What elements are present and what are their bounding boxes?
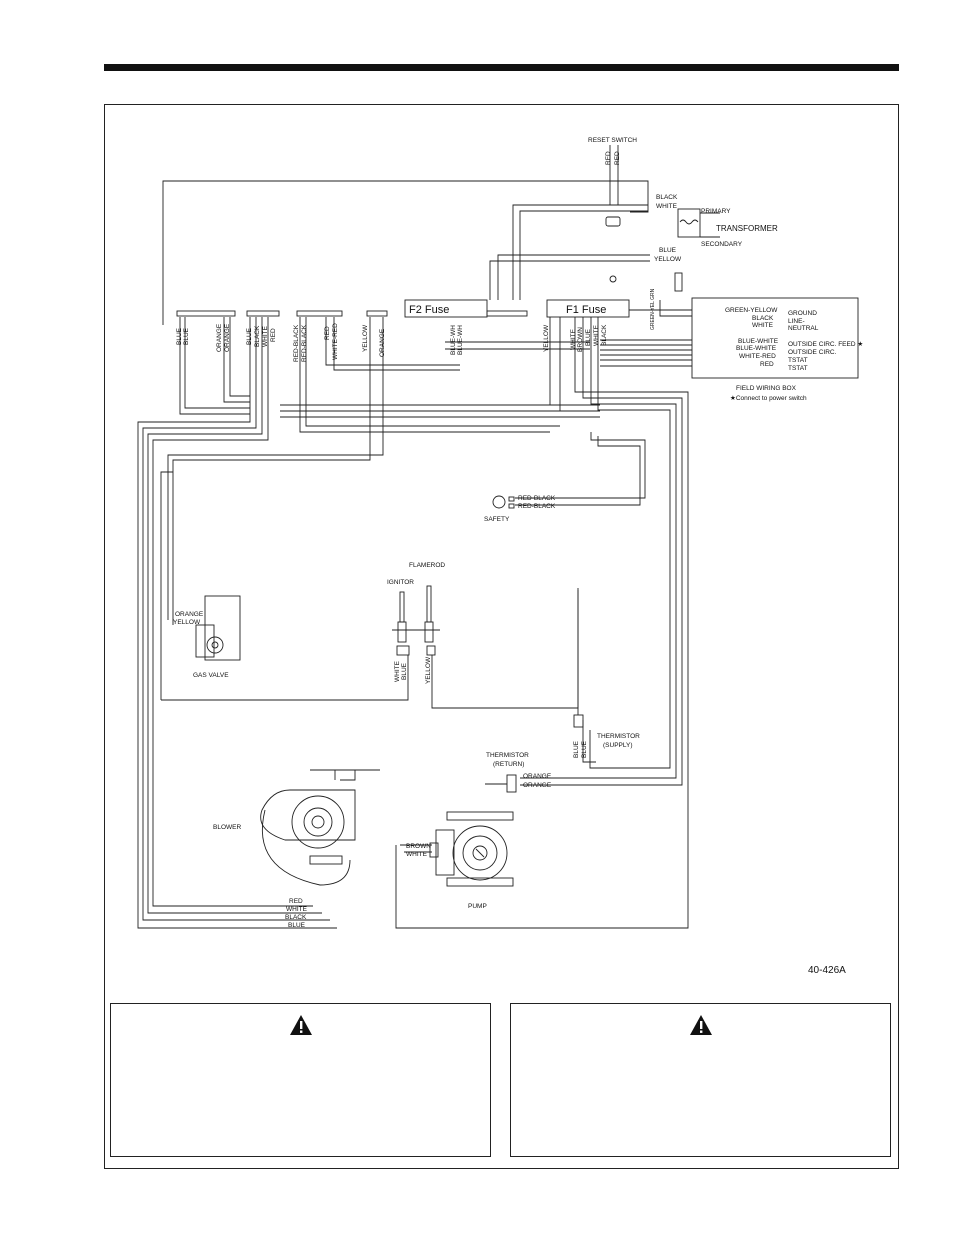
wire-label: WHITE — [570, 328, 577, 350]
blower-wire: WHITE — [286, 906, 308, 913]
blower-wire: BLACK — [285, 914, 307, 921]
field-terminal: TSTAT — [788, 357, 808, 364]
gas-valve-label: GAS VALVE — [193, 672, 229, 679]
blower-label: BLOWER — [213, 824, 241, 831]
ignitor-wire: BLUE — [401, 662, 408, 680]
safety-wire: RED-BLACK — [518, 503, 556, 510]
wire-label: ORANGE — [216, 323, 223, 352]
thermistor-supply-wire: BLUE — [573, 740, 580, 758]
field-wire: WHITE — [752, 322, 774, 329]
wire-label: RED — [324, 326, 331, 340]
field-terminal: OUTSIDE CIRC. — [788, 349, 837, 356]
warning-icon — [689, 1015, 712, 1035]
gas-valve-wire: YELLOW — [173, 619, 201, 626]
field-terminal: GROUND — [788, 310, 817, 317]
ignitor-label: IGNITOR — [387, 579, 414, 586]
thermistor-supply-label: (SUPPLY) — [603, 742, 633, 749]
wire-label: BLUE — [585, 328, 592, 346]
wire-label: BROWN — [577, 327, 584, 352]
f2-fuse-label: F2 Fuse — [409, 304, 449, 316]
field-wire: BLUE-WHITE — [736, 345, 777, 352]
wire-label: ORANGE — [379, 328, 386, 357]
warning-box-right — [510, 1003, 891, 1157]
field-wiring-box-title: FIELD WIRING BOX — [736, 385, 797, 392]
field-wiring-note: ★Connect to power switch — [730, 394, 807, 402]
wire-label: WHITE-RED — [332, 323, 339, 360]
wire-label: BLUE — [183, 327, 190, 345]
field-terminal: TSTAT — [788, 365, 808, 372]
grn-yel-label: GREEN-YEL GRN — [650, 288, 656, 330]
wire-label: BLUE — [176, 327, 183, 345]
thermistor-return-wire: ORANGE — [523, 782, 552, 789]
reset-switch-label: RESET SWITCH — [588, 137, 637, 144]
wire-label: BLUE-WH — [457, 325, 464, 355]
wire-label: YELLOW — [362, 324, 369, 352]
thermistor-return-label: THERMISTOR — [486, 752, 529, 759]
wire-label: RED — [270, 328, 277, 342]
wire-label: RED-BLACK — [301, 324, 308, 362]
transformer-wire-black: BLACK — [656, 194, 678, 201]
flamerod-wire: YELLOW — [425, 656, 432, 684]
pump-wire: BROWN — [406, 843, 431, 850]
flamerod-label: FLAMEROD — [409, 562, 445, 569]
pump-wire: WHITE — [406, 851, 428, 858]
pump-label: PUMP — [468, 903, 487, 910]
wire-label: RED-BLACK — [293, 324, 300, 362]
warning-box-left — [110, 1003, 491, 1157]
blower-wire: RED — [289, 898, 303, 905]
field-terminal: OUTSIDE CIRC. FEED ★ — [788, 340, 863, 348]
transformer-wire-yellow: YELLOW — [654, 256, 682, 263]
wire-label: YELLOW — [543, 324, 550, 352]
thermistor-supply-label: THERMISTOR — [597, 733, 640, 740]
wire-label: BLACK — [601, 324, 608, 346]
wire-label: ORANGE — [224, 323, 231, 352]
reset-wire-1: RED — [605, 151, 612, 165]
figure-code: 40-426A — [808, 965, 846, 976]
diagram-frame — [104, 104, 899, 1169]
field-wire: BLACK — [752, 315, 774, 322]
ignitor-wire: WHITE — [394, 660, 401, 682]
safety-wire: RED-BLACK — [518, 495, 556, 502]
f1-fuse-label: F1 Fuse — [566, 304, 606, 316]
wire-label: BLUE — [246, 327, 253, 345]
wire-label: BLACK — [254, 325, 261, 347]
field-terminal: LINE- — [788, 318, 805, 325]
field-wire: RED — [760, 361, 774, 368]
field-wire: WHITE-RED — [739, 353, 776, 360]
field-wire: GREEN-YELLOW — [725, 307, 778, 314]
warning-icon — [289, 1015, 312, 1035]
field-wire: BLUE-WHITE — [738, 338, 779, 345]
transformer-label: TRANSFORMER — [716, 224, 778, 233]
thermistor-return-wire: ORANGE — [523, 773, 552, 780]
gas-valve-wire: ORANGE — [175, 611, 204, 618]
reset-wire-2: RED — [614, 151, 621, 165]
wire-label: WHITE — [262, 325, 269, 347]
blower-wire: BLUE — [288, 922, 306, 929]
transformer-wire-blue: BLUE — [659, 247, 677, 254]
field-terminal: NEUTRAL — [788, 325, 819, 332]
transformer-wire-white: WHITE — [656, 203, 678, 210]
wire-label: WHITE — [593, 324, 600, 346]
primary-label: PRIMARY — [701, 208, 731, 215]
thermistor-return-label: (RETURN) — [493, 761, 524, 768]
safety-label: SAFETY — [484, 516, 510, 523]
top-rule — [104, 64, 899, 71]
thermistor-supply-wire: BLUE — [581, 740, 588, 758]
wire-label: BLUE-WH — [450, 325, 457, 355]
secondary-label: SECONDARY — [701, 241, 743, 248]
